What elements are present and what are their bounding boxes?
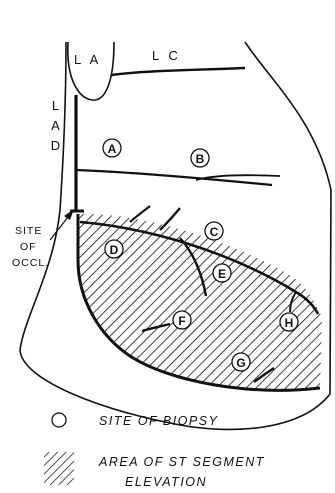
occlusion-label-2: OF <box>20 241 37 253</box>
legend-hatch-symbol <box>44 452 74 485</box>
la-label: L A <box>74 52 101 67</box>
lad-label-1: L <box>52 98 62 113</box>
biopsy-site-b-label: B <box>196 152 205 166</box>
biopsy-site-c: C <box>205 222 223 240</box>
diagonal-branch-1 <box>76 170 272 185</box>
biopsy-site-h: H <box>280 313 298 331</box>
occlusion-label-1: SITE <box>15 225 42 237</box>
legend-biopsy-text: SITE OF BIOPSY <box>99 414 219 428</box>
biopsy-site-h-label: H <box>285 316 294 330</box>
lad-label-3: D <box>51 138 63 153</box>
biopsy-site-a-label: A <box>108 142 117 156</box>
biopsy-site-a: A <box>103 139 121 157</box>
biopsy-site-g: G <box>232 353 250 371</box>
biopsy-site-g-label: G <box>236 356 245 370</box>
biopsy-site-e-label: E <box>218 267 226 281</box>
lc-label: L C <box>152 48 181 63</box>
biopsy-site-d: D <box>105 240 123 258</box>
branch-c-small <box>130 206 150 222</box>
occlusion-label-3: OCCL. <box>12 257 49 269</box>
left-atrium <box>68 42 114 100</box>
legend: SITE OF BIOPSY AREA OF ST SEGMENT ELEVAT… <box>44 413 265 489</box>
lad-label-2: A <box>51 118 63 133</box>
biopsy-site-e: E <box>213 264 231 282</box>
legend-biopsy-symbol <box>52 413 66 427</box>
biopsy-site-b: B <box>191 149 209 167</box>
legend-st-text-2: ELEVATION <box>125 475 207 489</box>
legend-st-text-1: AREA OF ST SEGMENT <box>98 455 265 469</box>
lc-artery <box>111 68 245 75</box>
occlusion-arrowhead <box>64 209 74 220</box>
biopsy-site-f-label: F <box>178 314 185 328</box>
biopsy-site-c-label: C <box>210 225 219 239</box>
biopsy-site-f: F <box>173 311 191 329</box>
biopsy-site-d-label: D <box>110 243 119 257</box>
